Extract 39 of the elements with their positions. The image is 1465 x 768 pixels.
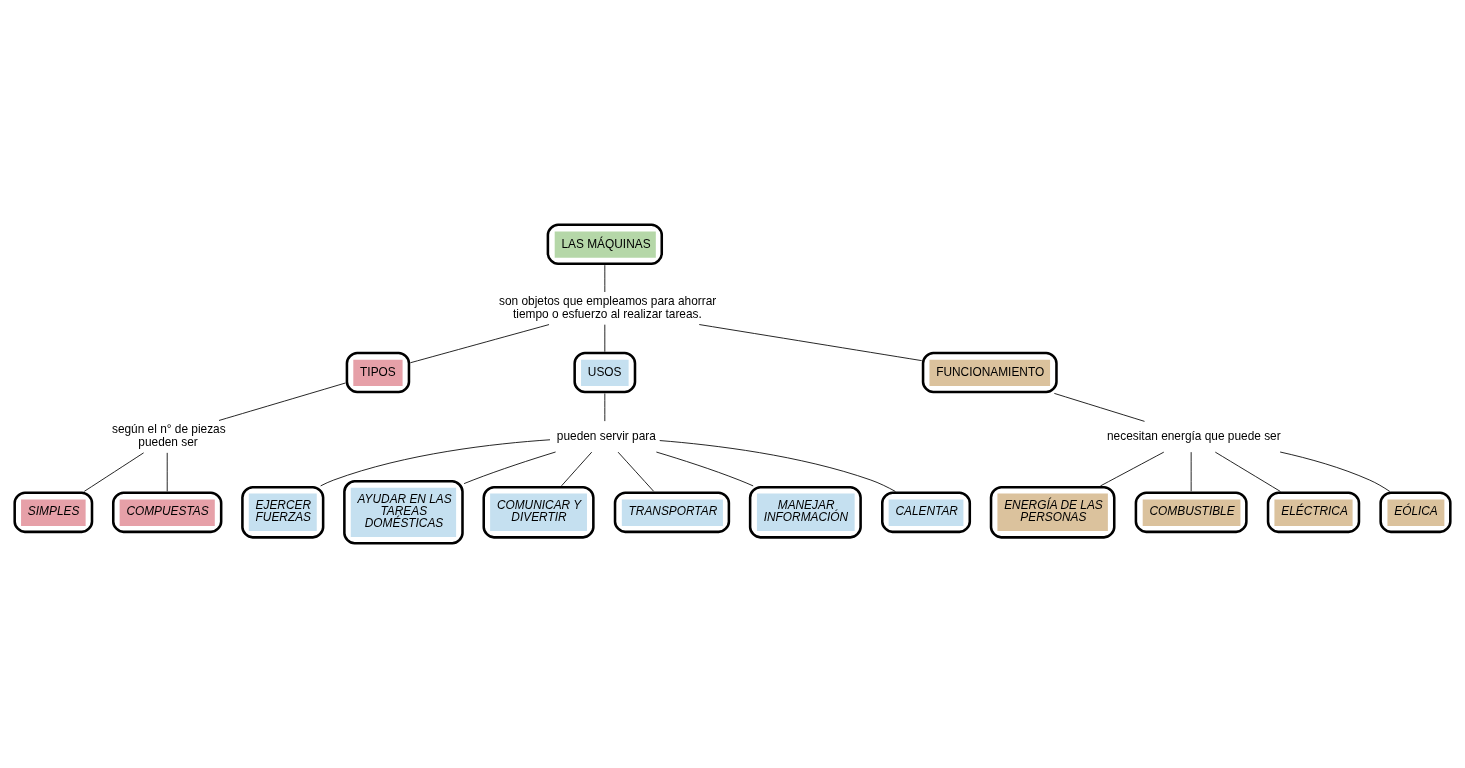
node-box: COMPUESTAS [111,491,223,534]
node-box: USOS [573,351,637,394]
connector [604,393,606,422]
connector [463,451,556,485]
node-box: ELÉCTRICA [1266,491,1361,534]
node-box: COMUNICAR Y DIVERTIR [482,485,595,539]
connector [656,451,754,487]
node-box: COMBUSTIBLE [1134,491,1248,534]
node-text: según el n° de piezas pueden ser [111,422,226,450]
connector [218,382,346,421]
connector [1190,451,1192,492]
connector [659,440,896,492]
connector [617,451,655,492]
node-box: MANEJAR INFORMACIÓN [748,485,862,539]
connector [83,452,145,492]
connector [1214,451,1281,492]
node-box: ENERGÍA DE LAS PERSONAS [989,485,1116,539]
node-box: TIPOS [345,351,411,394]
node-box: EJERCER FUERZAS [241,485,325,539]
node-box: TRANSPORTAR [613,491,731,534]
node-box: EÓLICA [1379,491,1452,534]
connector [604,324,606,353]
connector [1100,451,1165,487]
node-box: CALENTAR [881,491,972,534]
node-box: SIMPLES [13,491,94,534]
connector [561,451,593,487]
connector [698,324,923,362]
connector [604,264,606,293]
connector [409,324,550,364]
node-box: LAS MÁQUINAS [546,223,664,266]
node-box: AYUDAR EN LAS TAREAS DOMÉSTICAS [343,480,464,545]
node-box: FUNCIONAMIENTO [921,351,1058,394]
connector [166,452,168,492]
node-text: pueden servir para [556,428,656,443]
node-text: necesitan energía que puede ser [1107,428,1281,443]
connector [1053,392,1145,422]
node-text: son objetos que empleamos para ahorrar tiempo o esfuerzo al realizar tareas. [499,294,717,321]
connector [320,439,551,487]
connector [1279,451,1391,492]
